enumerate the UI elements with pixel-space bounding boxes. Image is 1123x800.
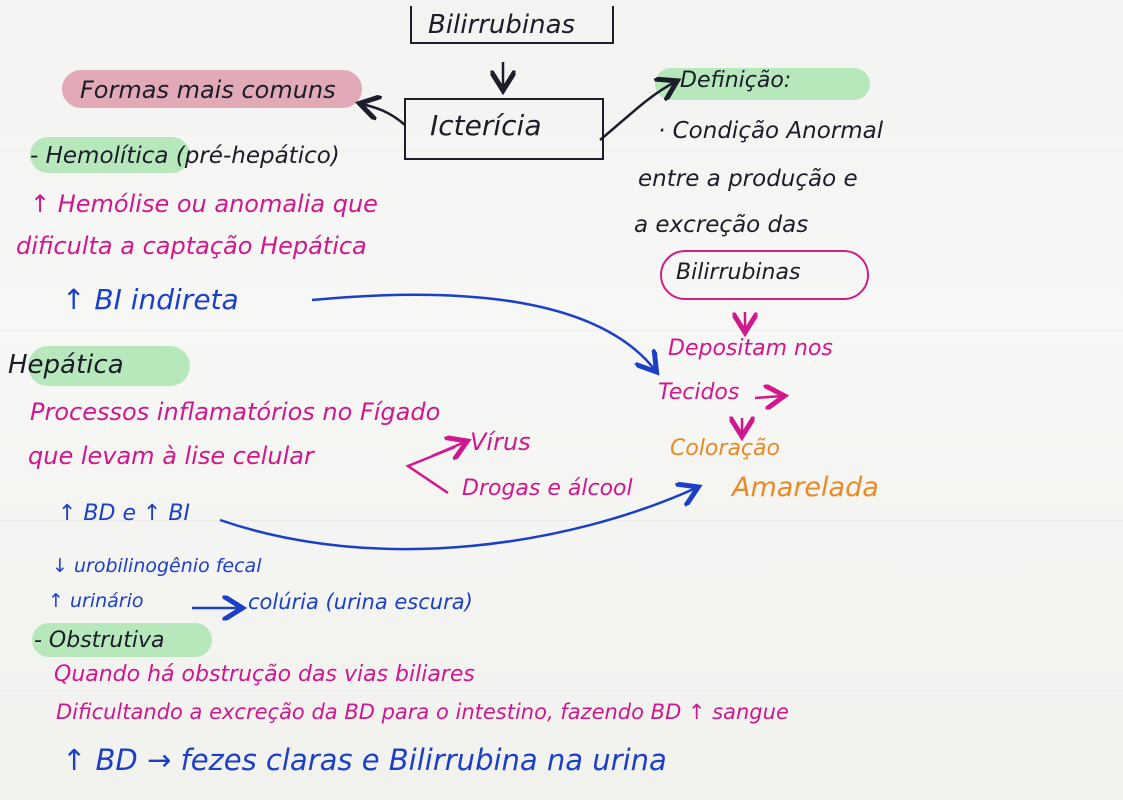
hemolitica-highlight [30, 137, 190, 173]
obstrutiva-desc-2: Dificultando a excreção da BD para o int… [56, 700, 789, 724]
hepatica-coluria: colúria (urina escura) [248, 590, 473, 614]
bilirrubinas-label: Bilirrubinas [676, 260, 801, 285]
hepatica-bd-bi: ↑ BD e ↑ BI [58, 501, 190, 526]
bilirrubinas-title: Bilirrubinas [428, 10, 576, 40]
bi-to-tecidos-arrow [311, 293, 655, 370]
hepatica-virus: Vírus [470, 428, 531, 456]
obstrutiva-desc-1: Quando há obstrução das vias biliares [54, 662, 475, 687]
formas-highlight [62, 70, 362, 108]
hepatica-desc-1: Processos inflamatórios no Fígado [30, 398, 441, 426]
board-line [0, 330, 1123, 331]
hepatica-drogas: Drogas e álcool [462, 476, 633, 501]
formas-title: Formas mais comuns [80, 76, 336, 104]
board-line [0, 690, 1123, 691]
ictericia-label: Icterícia [430, 109, 542, 142]
obstrutiva-highlight [32, 623, 212, 657]
hemolitica-heading: - Hemolítica (pré-hepático) [30, 143, 340, 169]
hemolitica-desc-1: ↑ Hemólise ou anomalia que [30, 190, 378, 218]
tecidos-label: Tecidos [658, 380, 740, 405]
depositam-label: Depositam nos [668, 336, 833, 361]
hemolitica-desc-2: dificulta a captação Hepática [16, 232, 367, 260]
definicao-heading: Definição: [680, 68, 792, 93]
hepatica-urobilinogenio: ↓ urobilinogênio fecal [52, 555, 262, 577]
definicao-line-1: · Condição Anormal [658, 118, 884, 144]
bilirrubinas-oval [660, 250, 869, 300]
hepatica-desc-2: que levam à lise celular [28, 442, 314, 470]
amarelada-label: Amarelada [732, 472, 879, 503]
hepatica-heading: Hepática [8, 350, 124, 380]
lise-brace [405, 445, 456, 495]
tecidos-extend-arrow [754, 396, 782, 398]
hepatica-highlight [28, 346, 190, 386]
definicao-highlight [655, 68, 870, 100]
hemolitica-bi: ↑ BI indireta [62, 283, 239, 316]
ictericia-to-formas-arrow [362, 104, 406, 126]
obstrutiva-heading: - Obstrutiva [34, 628, 165, 653]
definicao-line-2: entre a produção e [638, 166, 858, 192]
hepatica-urinario: ↑ urinário [48, 590, 144, 612]
definicao-line-3: a excreção das [634, 212, 809, 238]
brace-to-virus-arrow [431, 442, 465, 456]
coloracao-label: Coloração [670, 436, 780, 461]
title-box [410, 6, 614, 44]
obstrutiva-result: ↑ BD → fezes claras e Bilirrubina na uri… [62, 743, 667, 777]
